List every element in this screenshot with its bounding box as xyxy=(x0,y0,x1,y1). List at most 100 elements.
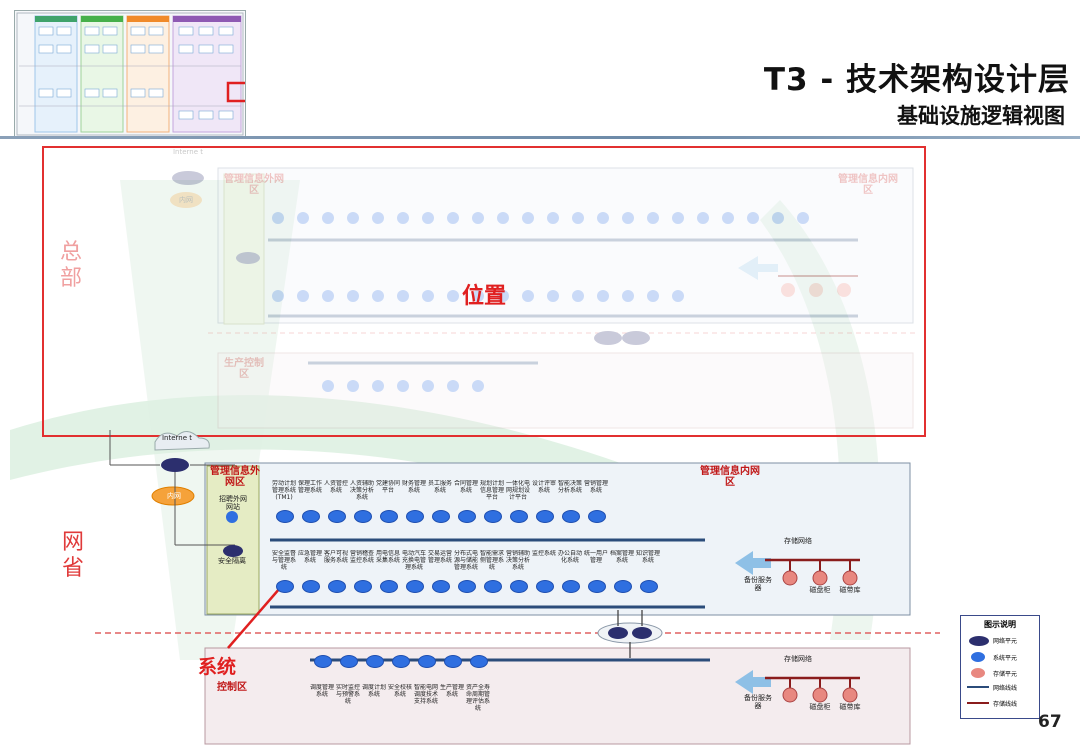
system-label: 资产全寿命周期管理评估系统 xyxy=(466,684,490,712)
system-label: 合同管理系统 xyxy=(454,480,478,494)
system-node xyxy=(458,510,476,523)
system-node xyxy=(314,655,332,668)
navigator-thumbnail-graphic xyxy=(16,12,260,136)
system-label: 设计评审系统 xyxy=(532,480,556,494)
hq-mgmt-outer-label: 管理信息外网区 xyxy=(224,174,284,196)
system-annotation-label: 系统 xyxy=(198,656,237,678)
system-label: 客户可视服务系统 xyxy=(324,550,348,564)
legend: 图示说明 网络平元 系统平元 存储平元 网络线线 存储线线 xyxy=(960,615,1040,719)
tape-lib-label-2: 磁带库 xyxy=(839,703,861,711)
system-node xyxy=(354,580,372,593)
system-label: 调度计划系统 xyxy=(362,684,386,698)
system-node xyxy=(392,655,410,668)
system-label: 安全监督与管理系统 xyxy=(272,550,296,571)
system-label: 一体化电网规划设计平台 xyxy=(506,480,530,501)
system-node xyxy=(444,655,462,668)
tape-lib-label: 磁带库 xyxy=(839,586,861,594)
system-label: 调度管理系统 xyxy=(310,684,334,698)
system-node xyxy=(418,655,436,668)
page-subtitle: 基础设施逻辑视图 xyxy=(897,104,1065,128)
system-node xyxy=(406,580,424,593)
system-node xyxy=(276,510,294,523)
system-node xyxy=(588,510,606,523)
navigator-thumbnail[interactable] xyxy=(14,10,260,138)
legend-network-line xyxy=(967,686,989,688)
system-node xyxy=(510,580,528,593)
system-node xyxy=(470,655,488,668)
system-node xyxy=(302,510,320,523)
system-label: 营销管理系统 xyxy=(584,480,608,494)
province-mgmt-inner-label: 管理信息内网区 xyxy=(700,466,760,488)
system-node xyxy=(354,510,372,523)
legend-system-symbol xyxy=(971,652,985,662)
system-label: 党建协同平台 xyxy=(376,480,400,494)
system-node xyxy=(380,510,398,523)
legend-item-system: 系统平元 xyxy=(993,655,1018,662)
outer-system-label: 招聘外网网站 xyxy=(219,495,247,511)
hq-internet-label: Interne t xyxy=(172,148,204,156)
system-node xyxy=(536,580,554,593)
system-node xyxy=(562,580,580,593)
system-label: 营销辅助决策分析系统 xyxy=(506,550,530,571)
system-label: 人资辅助决策分析系统 xyxy=(350,480,374,501)
system-node xyxy=(328,580,346,593)
system-node xyxy=(366,655,384,668)
legend-network-symbol xyxy=(969,636,989,646)
hq-production-label: 生产控制区 xyxy=(224,358,264,380)
system-label: 统一用户管理 xyxy=(584,550,608,564)
system-label: 保理工作管理系统 xyxy=(298,480,322,494)
system-label: 生产管理系统 xyxy=(440,684,464,698)
system-label: 智能决策分析系统 xyxy=(558,480,582,494)
legend-storage-symbol xyxy=(971,668,985,678)
system-node xyxy=(380,580,398,593)
system-label: 智能需求侧管理系统 xyxy=(480,550,504,571)
system-node xyxy=(458,580,476,593)
system-label: 用电信息采集系统 xyxy=(376,550,400,564)
backup-server-label: 备份服务器 xyxy=(744,576,772,592)
system-label: 知识管理系统 xyxy=(636,550,660,564)
province-zone-label: 网省 xyxy=(62,530,85,581)
hq-mgmt-inner-label: 管理信息内网区 xyxy=(838,174,898,196)
legend-item-storage: 存储平元 xyxy=(993,671,1018,678)
system-node xyxy=(562,510,580,523)
province-production-label: 控制区 xyxy=(217,682,247,693)
system-node xyxy=(588,580,606,593)
system-label: 人资管控系统 xyxy=(324,480,348,494)
system-label: 劳动计划管理系统(TM1) xyxy=(272,480,296,501)
system-label: 实时监控与预警系统 xyxy=(336,684,360,705)
system-node xyxy=(536,510,554,523)
system-label: 安全校核系统 xyxy=(388,684,412,698)
system-node xyxy=(328,510,346,523)
storage-net-label: 存储网络 xyxy=(784,537,812,545)
system-node xyxy=(276,580,294,593)
province-diagram-graphic xyxy=(95,430,940,745)
position-label: 位置 xyxy=(462,284,507,309)
legend-title: 图示说明 xyxy=(984,620,1016,629)
page-title: T3 - 技术架构设计层 xyxy=(763,62,1070,98)
hq-diagram-graphic xyxy=(170,167,918,429)
province-mgmt-outer-label: 管理信息外网区 xyxy=(210,466,260,488)
backup-server-label-2: 备份服务器 xyxy=(744,694,772,710)
disk-array-label-2: 磁盘柜 xyxy=(809,703,831,711)
system-node xyxy=(432,580,450,593)
system-node xyxy=(640,580,658,593)
hq-inner-net-label: 内网 xyxy=(179,196,193,204)
system-label: 交易运营管理系统 xyxy=(428,550,452,564)
system-label: 营销稽查监控系统 xyxy=(350,550,374,564)
hq-zone-label: 总部 xyxy=(60,240,83,291)
system-label: 财务管理系统 xyxy=(402,480,426,494)
system-label: 应急管理系统 xyxy=(298,550,322,564)
system-node xyxy=(432,510,450,523)
system-label: 规划计划信息管理平台 xyxy=(480,480,504,501)
position-highlight-box xyxy=(42,146,926,437)
system-node xyxy=(614,580,632,593)
system-label: 办公自动化系统 xyxy=(558,550,582,564)
system-label: 智能电网调度技术支持系统 xyxy=(414,684,438,705)
page-number: 67 xyxy=(1038,712,1062,732)
system-node xyxy=(484,580,502,593)
legend-item-network: 网络平元 xyxy=(993,638,1018,645)
system-label: 档案管理系统 xyxy=(610,550,634,564)
system-label: 分布式电源与储能管理系统 xyxy=(454,550,478,571)
hq-diagram-faded: 管理信息外网区 管理信息内网区 生产控制区 Interne t 内网 xyxy=(48,148,923,433)
legend-item-network-line: 网络线线 xyxy=(993,685,1018,692)
